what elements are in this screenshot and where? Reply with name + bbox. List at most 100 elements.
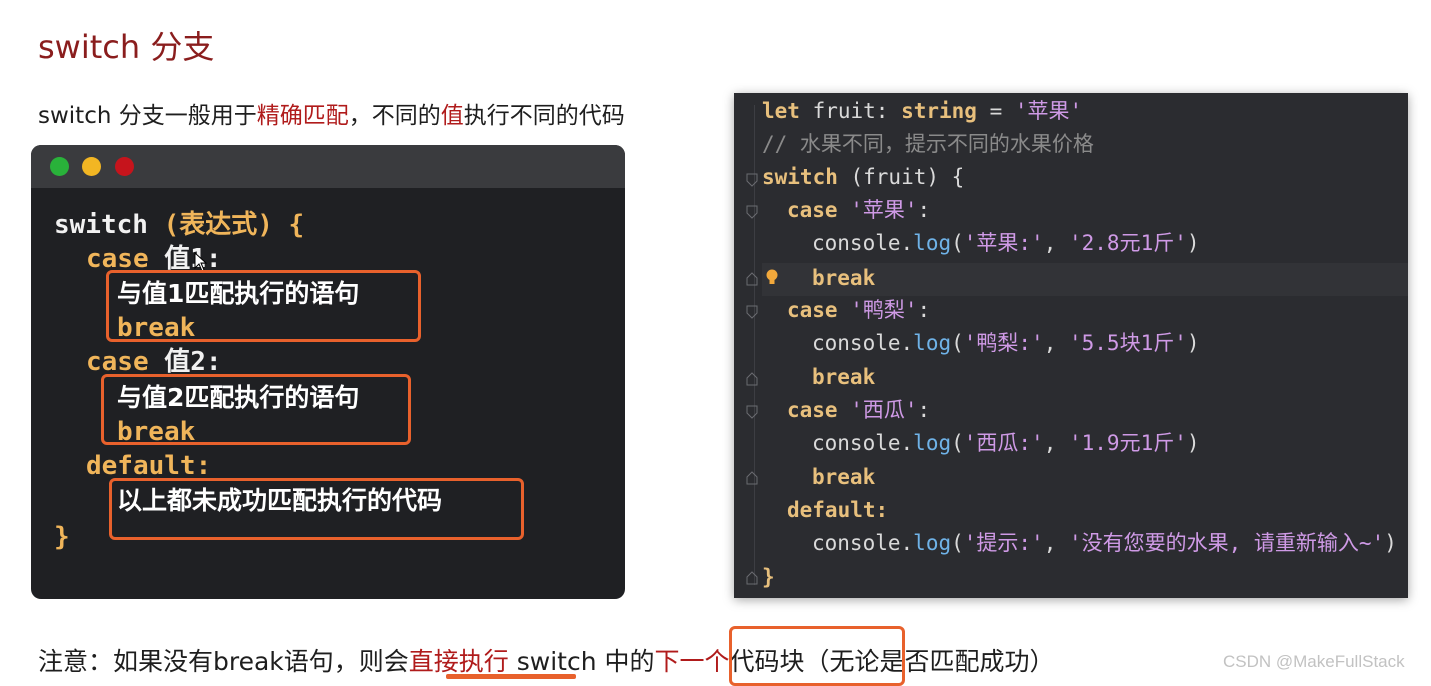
syntax-case-keyword-1: case [86,244,149,274]
code-console: console [812,231,901,255]
code-log-fn: log [913,231,952,255]
code-switch-line: switch (fruit) { [762,161,964,194]
syntax-case-value-2: 值2: [148,347,222,377]
code-comma: , [1043,531,1069,555]
code-case-label: '西瓜' [850,398,918,422]
syntax-line-case-1: case 值1: [86,242,222,276]
note-part-2: switch 中的 [508,647,655,676]
code-switch-expression: (fruit) { [837,165,965,189]
code-arg-2: '5.5块1斤' [1069,331,1187,355]
code-case-2: case '鸭梨': [787,294,930,327]
code-equals: = [976,99,1015,123]
code-log-default: console.log('提示:', '没有您要的水果, 请重新输入~') [812,527,1397,560]
code-console: console [812,431,901,455]
code-case-1: case '苹果': [787,194,930,227]
code-lparen: ( [951,231,964,255]
code-type: string [901,99,977,123]
window-close-dot-icon [115,157,134,176]
code-rparen: ) [1384,531,1397,555]
code-arg-2: '没有您要的水果, 请重新输入~' [1069,531,1385,555]
code-rparen: ) [1186,331,1200,355]
code-arg-1: '苹果:' [963,231,1044,255]
code-line-1: let fruit: string = '苹果' [762,95,1082,128]
code-log-1: console.log('苹果:', '2.8元1斤') [812,227,1200,260]
code-arg-1: '鸭梨:' [963,331,1044,355]
code-arg-2: '2.8元1斤' [1069,231,1187,255]
note-line: 注意：如果没有break语句，则会直接执行 switch 中的下一个代码块（无论… [38,642,1055,678]
syntax-case-value-1: 值1: [148,244,222,274]
window-title-bar [31,145,625,188]
highlight-box-statement-1 [106,270,421,342]
code-log-fn: log [913,331,952,355]
syntax-switch-expression: (表达式) { [147,210,305,240]
syntax-close-brace: } [54,522,70,552]
fold-close-icon [746,471,758,485]
code-arg-1: '西瓜:' [963,431,1044,455]
code-case-3: case '西瓜': [787,394,930,427]
code-case-keyword: case [787,298,838,322]
note-highlight-direct-execute: 直接执行 [408,647,509,676]
code-comment: // 水果不同，提示不同的水果价格 [762,132,1094,156]
code-lparen: ( [951,331,964,355]
syntax-line-case-2: case 值2: [86,345,222,379]
code-comma: , [1043,331,1069,355]
code-dot: . [900,231,914,255]
note-underline [446,674,576,679]
code-string: '苹果' [1014,99,1083,123]
code-log-fn: log [913,431,952,455]
note-highlight-box [729,626,905,686]
note-highlight-next: 下一个 [654,647,730,676]
description-part-3: 执行不同的代码 [463,103,625,129]
description-highlight-value: 值 [440,103,464,129]
code-colon: : [917,398,931,422]
code-comma: , [1043,231,1069,255]
code-colon: : [917,198,931,222]
syntax-switch-keyword: switch [54,210,148,240]
highlight-box-default [109,478,524,540]
code-lparen: ( [951,531,964,555]
code-comma: , [1043,431,1069,455]
mouse-cursor-icon [194,252,208,272]
code-console: console [812,331,901,355]
fold-close-icon [746,571,758,585]
code-break-3: break [812,465,876,489]
code-dot: . [900,531,914,555]
code-case-label: '鸭梨' [850,298,918,322]
code-log-3: console.log('西瓜:', '1.9元1斤') [812,427,1200,460]
note-part-3: 代码块（无论是否匹配成功） [729,647,1055,676]
code-case-keyword: case [787,398,838,422]
fold-open-icon [746,305,758,319]
fold-open-icon [746,405,758,419]
fold-open-icon [746,173,758,187]
syntax-line-switch: switch (表达式) { [54,208,304,242]
page-title: switch 分支 [38,28,215,66]
code-arg-1: '提示:' [963,531,1044,555]
syntax-statement-2: 与值2匹配执行的语句 [117,383,360,412]
code-variable-name: fruit: [799,99,902,123]
syntax-default-keyword: default: [86,451,212,481]
description-highlight-exact-match: 精确匹配 [256,103,349,129]
syntax-statement-1: 与值1匹配执行的语句 [117,279,360,308]
highlight-box-statement-2 [101,374,411,445]
syntax-case-keyword-2: case [86,347,149,377]
editor-gutter-line [754,105,755,585]
code-rparen: ) [1186,431,1200,455]
code-colon: : [917,298,931,322]
syntax-statement-default: 以上都未成功匹配执行的代码 [117,486,443,515]
code-case-label: '苹果' [850,198,918,222]
current-line-highlight [762,263,1408,296]
code-dot: . [900,331,914,355]
window-minimize-dot-icon [82,157,101,176]
code-break-1: break [812,266,876,290]
code-default: default: [787,498,889,522]
code-lparen: ( [951,431,964,455]
code-arg-2: '1.9元1斤' [1069,431,1187,455]
code-switch-keyword: switch [762,165,838,189]
note-part-1: 注意：如果没有break语句，则会 [38,647,409,676]
code-rparen: ) [1186,231,1200,255]
fold-close-icon [746,272,758,286]
syntax-break-2: break [117,417,196,447]
code-log-2: console.log('鸭梨:', '5.5块1斤') [812,327,1200,360]
code-close-brace: } [762,565,775,589]
lightbulb-icon[interactable] [765,268,779,288]
